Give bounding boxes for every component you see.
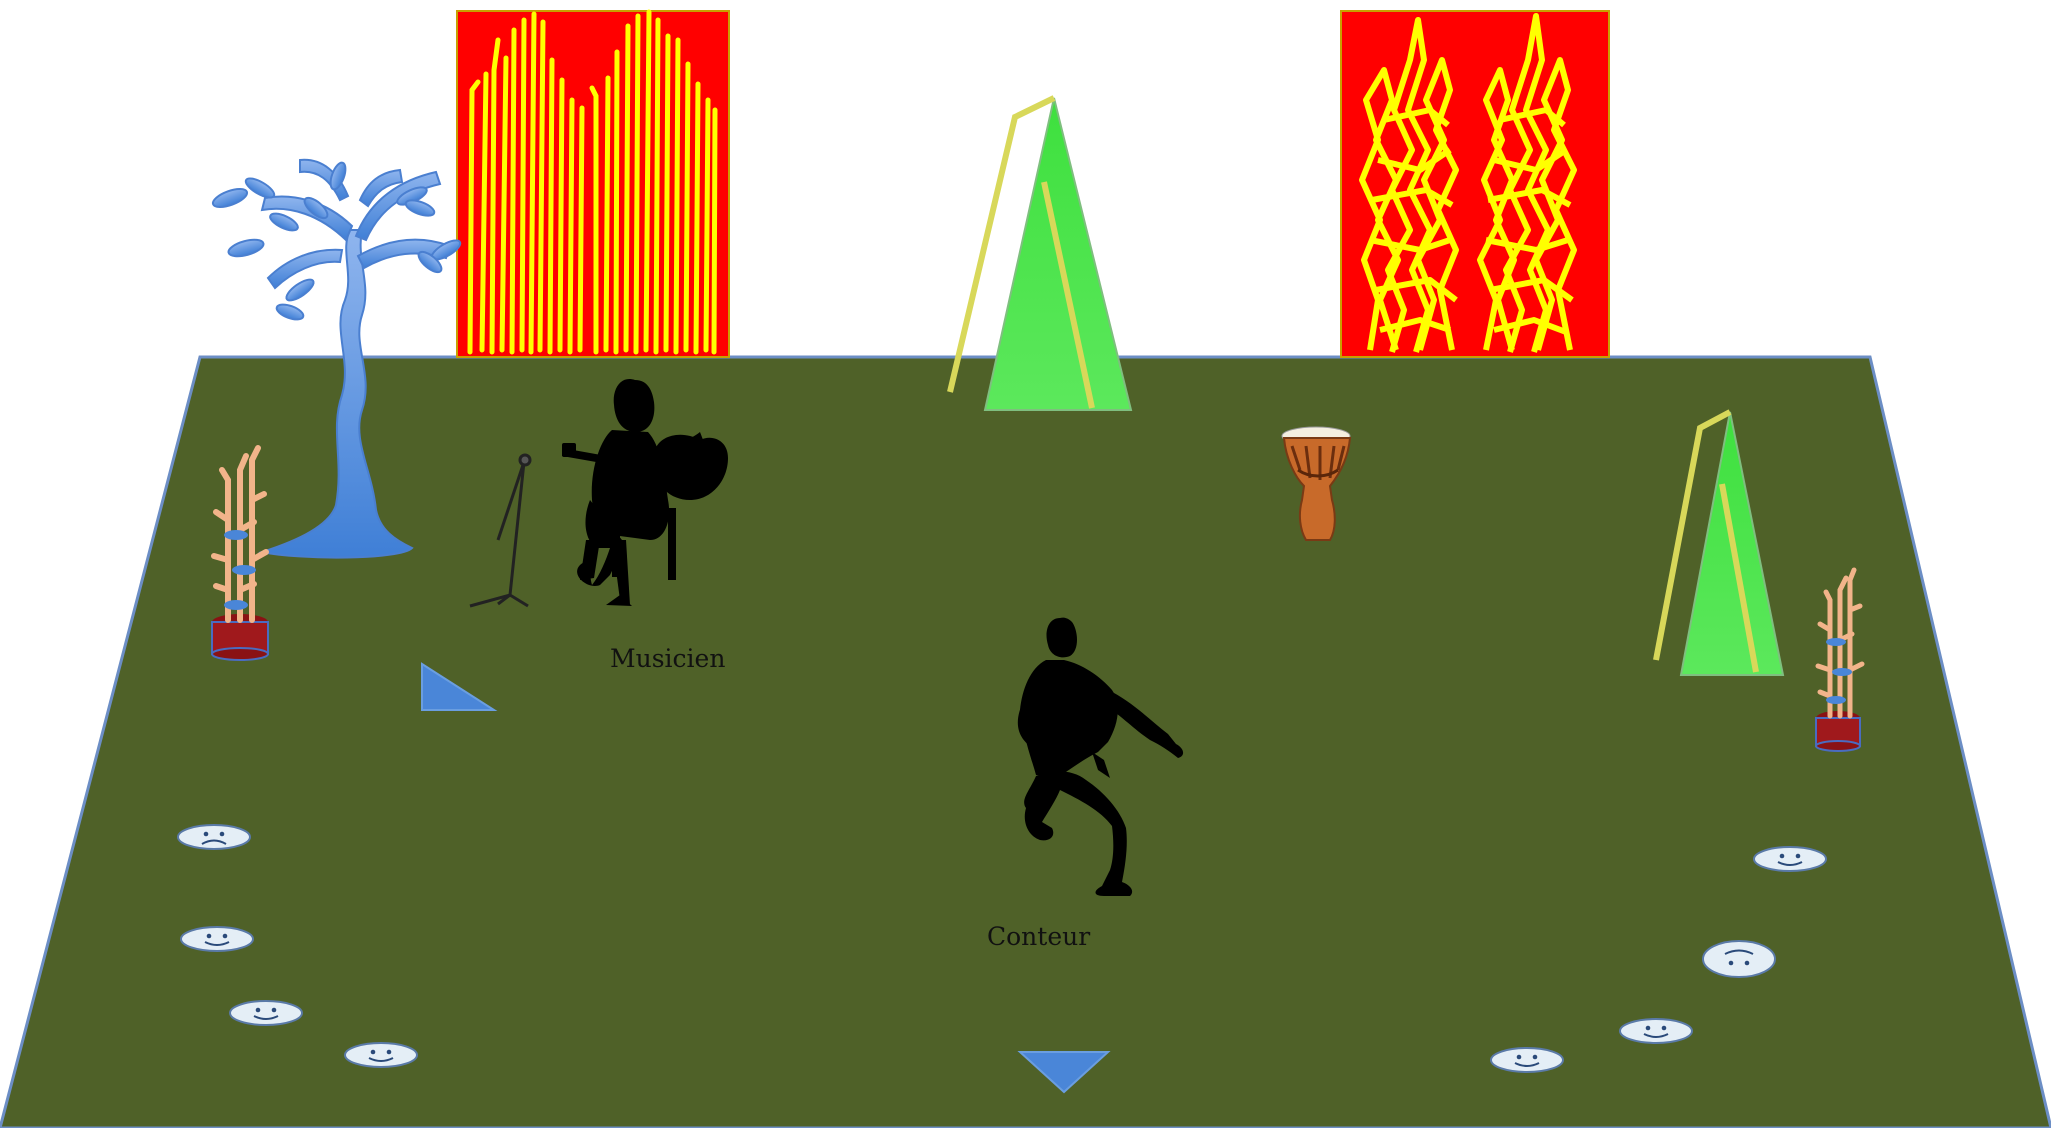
curtain-right <box>1341 11 1609 357</box>
frowny-seat-icon <box>178 825 250 849</box>
stage-floor <box>0 357 2051 1128</box>
smiley-seat-icon <box>1620 1019 1692 1043</box>
smiley-seat-icon <box>230 1001 302 1025</box>
smiley-seat-icon <box>1754 847 1826 871</box>
curtain-left <box>457 11 729 357</box>
frowny-seat-icon <box>1703 941 1775 977</box>
storyteller-label: Conteur <box>987 922 1090 951</box>
smiley-seat-icon <box>1491 1048 1563 1072</box>
musician-label: Musicien <box>610 644 725 673</box>
smiley-seat-icon <box>345 1043 417 1067</box>
smiley-seat-icon <box>181 927 253 951</box>
